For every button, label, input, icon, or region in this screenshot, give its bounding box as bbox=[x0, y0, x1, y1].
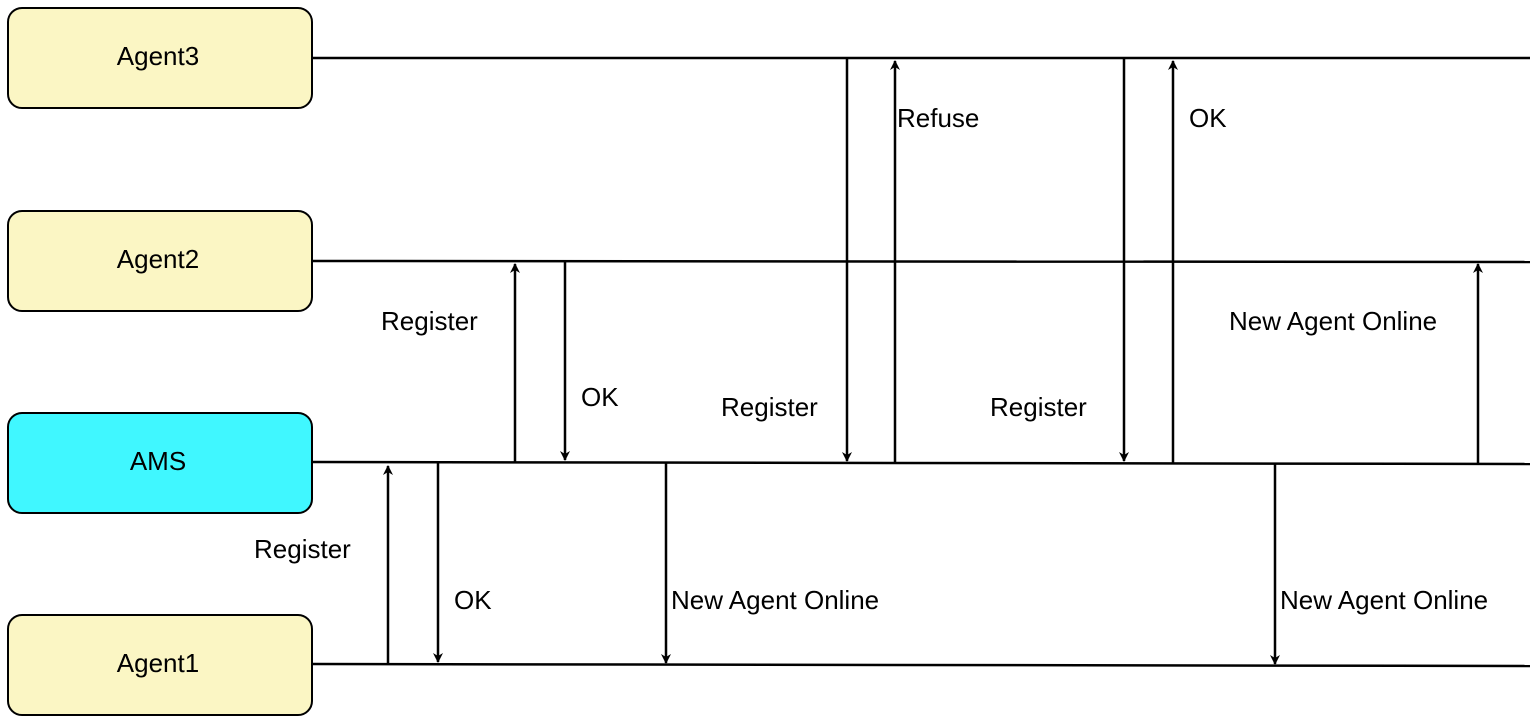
participant-agent1-label: Agent1 bbox=[117, 648, 199, 678]
participant-agent3: Agent3 bbox=[7, 7, 313, 109]
message-agent2-register: Register bbox=[381, 263, 520, 462]
message-agent3-register-first-label: Register bbox=[721, 392, 818, 422]
message-ams-ok-agent1-label: OK bbox=[454, 585, 492, 615]
message-new-agent-online-agent2: New Agent Online bbox=[1229, 263, 1483, 464]
agent1-lifeline bbox=[311, 662, 1531, 668]
message-agent3-register-first: Register bbox=[721, 58, 852, 462]
participant-agent2-label: Agent2 bbox=[117, 244, 199, 274]
message-new-agent-online-agent1-first-label: New Agent Online bbox=[671, 585, 879, 615]
participant-ams: AMS bbox=[7, 412, 313, 514]
message-agent3-ok: OK bbox=[1168, 60, 1227, 463]
message-new-agent-online-agent2-label: New Agent Online bbox=[1229, 306, 1437, 336]
message-new-agent-online-agent1-second-label: New Agent Online bbox=[1280, 585, 1488, 615]
message-agent3-refuse: Refuse bbox=[890, 60, 979, 463]
message-agent3-register-second-label: Register bbox=[990, 392, 1087, 422]
message-agent3-register-second: Register bbox=[990, 58, 1129, 462]
ams-lifeline bbox=[311, 460, 1531, 466]
message-agent1-register-label: Register bbox=[254, 534, 351, 564]
message-agent2-register-label: Register bbox=[381, 306, 478, 336]
message-new-agent-online-agent1-first: New Agent Online bbox=[661, 463, 879, 664]
participant-agent2: Agent2 bbox=[7, 210, 313, 312]
message-ams-ok-agent1: OK bbox=[433, 463, 492, 663]
message-agent1-register: Register bbox=[254, 465, 393, 664]
message-agent2-ok-label: OK bbox=[581, 382, 619, 412]
message-agent3-ok-label: OK bbox=[1189, 103, 1227, 133]
participant-ams-label: AMS bbox=[130, 446, 186, 476]
participant-agent3-label: Agent3 bbox=[117, 41, 199, 71]
participant-agent1: Agent1 bbox=[7, 614, 313, 716]
agent2-lifeline bbox=[311, 259, 1531, 264]
message-new-agent-online-agent1-second: New Agent Online bbox=[1270, 464, 1488, 665]
message-agent2-ok: OK bbox=[560, 261, 619, 461]
message-agent3-refuse-label: Refuse bbox=[897, 103, 979, 133]
